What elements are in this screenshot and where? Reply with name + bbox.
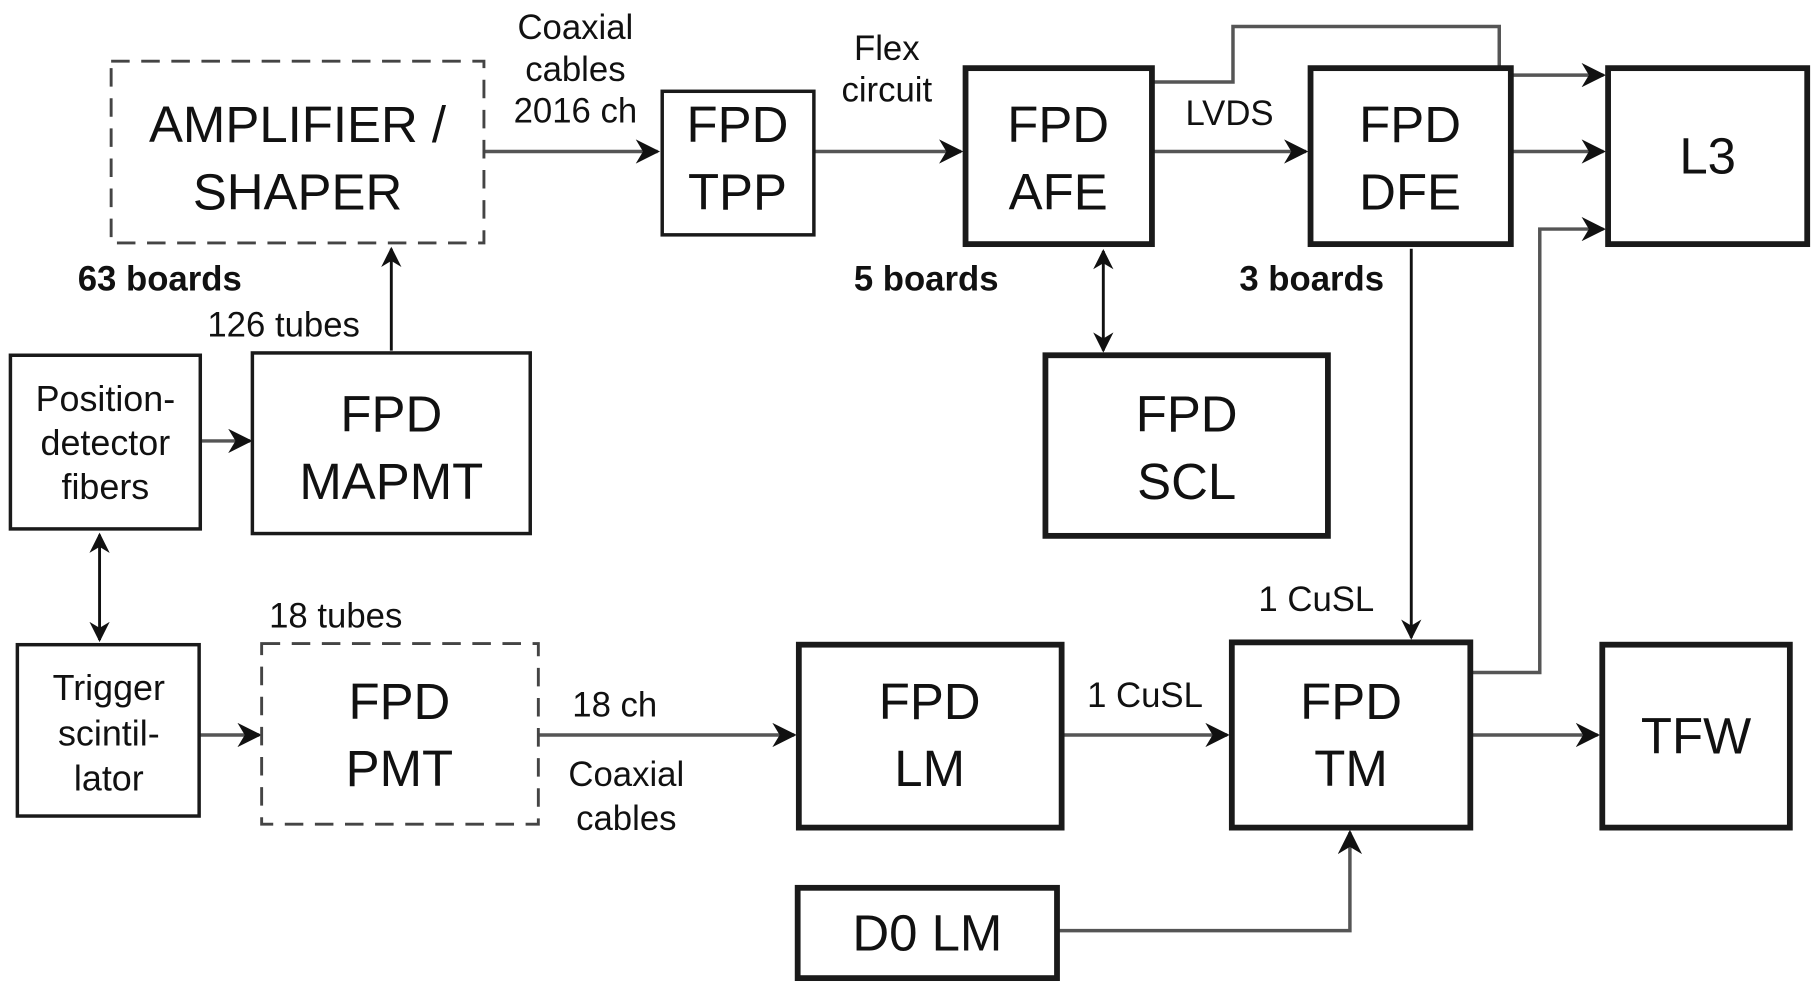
annotations: Coaxial cables 2016 ch Flex circuit LVDS…	[78, 9, 1384, 838]
label-5-boards: 5 boards	[854, 260, 999, 298]
block-label: scintil-	[58, 713, 160, 753]
block-label: FPD	[1136, 386, 1238, 443]
label-3-boards: 3 boards	[1239, 260, 1384, 298]
block-trigger-scintillator: Trigger scintil- lator	[15, 642, 201, 818]
block-label: TM	[1314, 740, 1388, 797]
label-63-boards: 63 boards	[78, 260, 242, 298]
label-coaxial-cables-top: cables	[525, 51, 625, 89]
block-label: lator	[74, 759, 144, 799]
block-label: L3	[1679, 127, 1736, 184]
block-fpd-tm: FPD TM	[1228, 639, 1474, 831]
block-fpd-lm: FPD LM	[795, 641, 1065, 831]
block-fpd-afe: FPD AFE	[962, 65, 1155, 248]
block-label: MAPMT	[299, 453, 483, 510]
block-d0-lm: D0 LM	[794, 884, 1060, 982]
label-lvds: LVDS	[1185, 95, 1273, 133]
label-coaxial-cables-bottom: Coaxial	[568, 756, 684, 794]
label-flex-circuit: circuit	[841, 72, 932, 110]
label-2016-ch: 2016 ch	[514, 93, 638, 131]
block-label: FPD	[1300, 673, 1402, 730]
block-fpd-dfe: FPD DFE	[1307, 65, 1514, 248]
label-1-cusl-dfe-tm: 1 CuSL	[1258, 581, 1374, 619]
label-1-cusl-lm-tm: 1 CuSL	[1087, 677, 1203, 715]
block-label: LM	[894, 740, 965, 797]
block-fpd-tpp: FPD TPP	[660, 89, 816, 237]
label-126-tubes: 126 tubes	[207, 307, 360, 345]
block-fpd-mapmt: FPD MAPMT	[250, 351, 532, 536]
block-label: AFE	[1009, 163, 1108, 220]
block-amplifier-shaper: AMPLIFIER / SHAPER	[109, 59, 486, 245]
block-l3: L3	[1605, 65, 1811, 248]
block-label: D0 LM	[852, 904, 1002, 961]
arrow-d0lm-to-tm	[1057, 829, 1363, 933]
block-label: Trigger	[53, 668, 165, 708]
block-label: FPD	[687, 96, 789, 153]
block-fpd-pmt: FPD PMT	[260, 642, 540, 826]
block-fpd-scl: FPD SCL	[1042, 352, 1331, 539]
block-label: FPD	[1359, 96, 1461, 153]
label-flex-circuit: Flex	[854, 30, 920, 68]
block-position-detector-fibers: Position- detector fibers	[8, 353, 203, 531]
arrow-afe-to-l3	[1151, 24, 1606, 88]
block-label: TFW	[1641, 708, 1751, 765]
block-label: SCL	[1137, 453, 1236, 510]
block-label: AMPLIFIER /	[149, 96, 447, 153]
block-label: FPD	[1007, 96, 1109, 153]
block-label: DFE	[1359, 163, 1461, 220]
block-label: FPD	[348, 673, 450, 730]
label-18-ch: 18 ch	[572, 686, 657, 724]
block-label: TPP	[688, 163, 787, 220]
block-label: Position-	[36, 379, 176, 419]
arrow-tm-to-l3	[1470, 216, 1606, 675]
label-coaxial-cables-top: Coaxial	[517, 9, 633, 47]
block-label: FPD	[879, 673, 981, 730]
block-label: fibers	[61, 467, 149, 507]
connectors	[89, 24, 1606, 933]
block-label: detector	[41, 423, 171, 463]
block-label: SHAPER	[193, 163, 402, 220]
block-label: PMT	[346, 740, 454, 797]
label-18-tubes: 18 tubes	[269, 597, 402, 635]
block-label: FPD	[340, 386, 442, 443]
label-coaxial-cables-bottom: cables	[576, 800, 676, 838]
block-tfw: TFW	[1599, 641, 1793, 831]
